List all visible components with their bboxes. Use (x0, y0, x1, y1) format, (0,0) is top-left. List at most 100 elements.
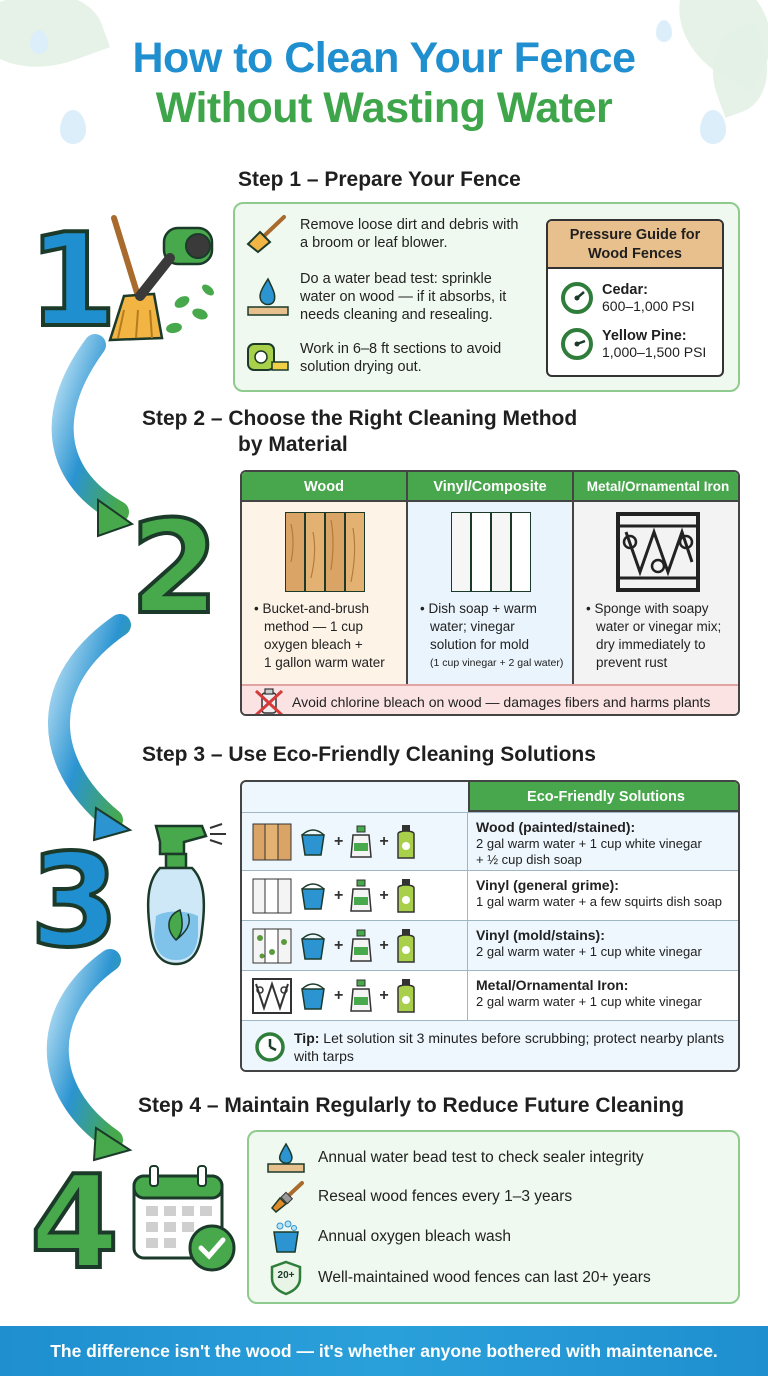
vinegar-jug-icon (350, 825, 373, 858)
eco-recipe: 2 gal warm water + 1 cup white vinegar (476, 836, 702, 851)
pressure-entry-text: Cedar: 600–1,000 PSI (602, 282, 695, 314)
moldy-vinyl-swatch-icon (252, 928, 292, 963)
material-method-text: • Dish soap + warm water; vinegar soluti… (420, 600, 563, 672)
step4-panel (247, 1130, 740, 1304)
step4-item-text: Well-maintained wood fences can last 20+… (318, 1269, 651, 1286)
eco-recipe: 2 gal warm water + 1 cup white vinegar (476, 994, 702, 1009)
step1-item-bead-test: Do a water bead test: sprinkle water on … (246, 270, 536, 324)
plus-sign: + (334, 986, 344, 1004)
eco-tip-text: Tip: Let solution sit 3 minutes before s… (294, 1029, 734, 1065)
material-header: Wood (242, 472, 406, 502)
eco-description: Wood (painted/stained): 2 gal warm water… (476, 819, 702, 868)
material-column-vinyl: Vinyl/Composite • Dish soap + warm water… (408, 472, 574, 684)
chlorine-warning: Avoid chlorine bleach on wood — damages … (242, 684, 738, 714)
flow-arrow-2 (48, 614, 131, 831)
shield-label: 20+ (277, 1270, 295, 1281)
plus-sign: + (334, 832, 344, 850)
tip-label: Tip: (294, 1030, 320, 1046)
water-drop-icon (247, 277, 289, 316)
method-line: method — 1 cup (264, 619, 364, 634)
plus-sign: + (379, 936, 389, 954)
step4-item-lifespan: 20+ Well-maintained wood fences can last… (266, 1260, 651, 1296)
step-number-3: 3 (28, 827, 121, 976)
step4-item-text: Annual water bead test to check sealer i… (318, 1149, 644, 1166)
calendar-check-icon (132, 1165, 236, 1272)
step1-item-sections: Work in 6–8 ft sections to avoid solutio… (246, 340, 536, 376)
step4-item-reseal: Reseal wood fences every 1–3 years (266, 1180, 572, 1214)
material-methods-table: Wood • Bucket-and-brush method — 1 cup o… (240, 470, 740, 716)
pressure-label: Cedar: (602, 282, 648, 298)
plus-sign: + (379, 832, 389, 850)
step4-item-text: Reseal wood fences every 1–3 years (318, 1188, 573, 1205)
method-line: water or vinegar mix; (596, 619, 722, 634)
shield-20-icon: 20+ (266, 1260, 306, 1296)
water-bead-icon (267, 1142, 305, 1173)
pressure-guide-title: Pressure Guide for Wood Fences (548, 221, 722, 269)
wood-planks-icon (285, 512, 365, 592)
method-line: oxygen bleach + (264, 637, 363, 652)
step3-title: Step 3 – Use Eco-Friendly Cleaning Solut… (142, 743, 596, 766)
eco-row-metal: + + Metal/Ornamental Iron: 2 gal warm wa… (242, 970, 738, 1020)
eco-recipe: + ½ cup dish soap (476, 852, 582, 867)
material-column-wood: Wood • Bucket-and-brush method — 1 cup o… (242, 472, 408, 684)
flow-arrow-3 (46, 949, 123, 1151)
pressure-guide-title-text: Pressure Guide for Wood Fences (569, 227, 701, 262)
pressure-label: Yellow Pine: (602, 328, 687, 344)
method-line: water; vinegar (430, 619, 515, 634)
method-note: (1 cup vinegar + 2 gal water) (430, 657, 564, 669)
step4-item-wash: Annual oxygen bleach wash (266, 1220, 511, 1254)
ornamental-iron-icon (616, 512, 700, 592)
eco-row-wood: + + Wood (painted/stained): 2 gal warm w… (242, 812, 738, 870)
material-method-text: • Bucket-and-brush method — 1 cup oxygen… (254, 600, 385, 672)
step4-item-bead-test: Annual water bead test to check sealer i… (266, 1142, 644, 1174)
step1-item-text: Remove loose dirt and debris with a broo… (300, 217, 519, 251)
dish-soap-icon (396, 978, 415, 1013)
wood-swatch-icon (252, 823, 292, 860)
page-title-line2: Without Wasting Water (155, 84, 613, 132)
method-line: prevent rust (596, 655, 668, 670)
step1-item-text: Work in 6–8 ft sections to avoid solutio… (300, 341, 502, 375)
chlorine-warning-text: Avoid chlorine bleach on wood — damages … (292, 694, 711, 710)
water-drop-decor-icon (656, 20, 672, 42)
step4-title: Step 4 – Maintain Regularly to Reduce Fu… (138, 1094, 685, 1117)
eco-solutions-table: Eco-Friendly Solutions + + Wood (painted… (240, 780, 740, 1072)
vinegar-jug-icon (350, 929, 373, 962)
pressure-value: 1,000–1,500 PSI (602, 344, 707, 360)
flow-arrowhead-1 (97, 498, 135, 538)
bucket-icon (301, 828, 325, 856)
eco-row-vinyl-mold: + + Vinyl (mold/stains): 2 gal warm wate… (242, 920, 738, 970)
eco-ingredients: + + (242, 971, 468, 1020)
eco-solutions-header: Eco-Friendly Solutions (468, 782, 738, 812)
water-drop-decor-icon (700, 110, 726, 144)
method-line: solution for mold (430, 637, 530, 652)
material-column-metal: Metal/Ornamental Iron • Sponge with soap… (574, 472, 738, 684)
eco-description: Vinyl (mold/stains): 2 gal warm water + … (476, 927, 702, 960)
page-title-line1: How to Clean Your Fence (132, 34, 637, 82)
bucket-icon (301, 982, 325, 1010)
step1-item-broom: Remove loose dirt and debris with a broo… (246, 214, 536, 254)
step-number-2: 2 (128, 494, 221, 643)
water-drop-decor-icon (60, 110, 86, 144)
flow-arrow-1 (51, 334, 129, 523)
pressure-gauge-icon (561, 328, 593, 360)
eco-row-vinyl-grime: + + Vinyl (general grime): 1 gal warm wa… (242, 870, 738, 920)
iron-swatch-icon (252, 977, 292, 1014)
plus-sign: + (379, 986, 389, 1004)
step1-title: Step 1 – Prepare Your Fence (238, 168, 521, 191)
pressure-entry-yellow-pine: Yellow Pine: 1,000–1,500 PSI (560, 327, 706, 361)
pressure-guide-card: Pressure Guide for Wood Fences Cedar: 60… (546, 219, 724, 377)
step4-item-text: Annual oxygen bleach wash (318, 1228, 512, 1245)
tape-measure-icon (247, 343, 289, 371)
step2-title-line2: by Material (238, 433, 348, 456)
step-number-1: 1 (26, 207, 119, 356)
method-line: • Dish soap + warm (420, 601, 537, 616)
method-line: dry immediately to (596, 637, 706, 652)
material-method-text: • Sponge with soapy water or vinegar mix… (586, 600, 721, 672)
broom-and-leaf-blower-icon (108, 215, 214, 342)
eco-ingredients: + + (242, 871, 468, 920)
vinegar-jug-icon (350, 879, 373, 912)
step-number-4: 4 (28, 1149, 121, 1298)
pressure-value: 600–1,000 PSI (602, 298, 695, 314)
method-line: 1 gallon warm water (264, 655, 385, 670)
